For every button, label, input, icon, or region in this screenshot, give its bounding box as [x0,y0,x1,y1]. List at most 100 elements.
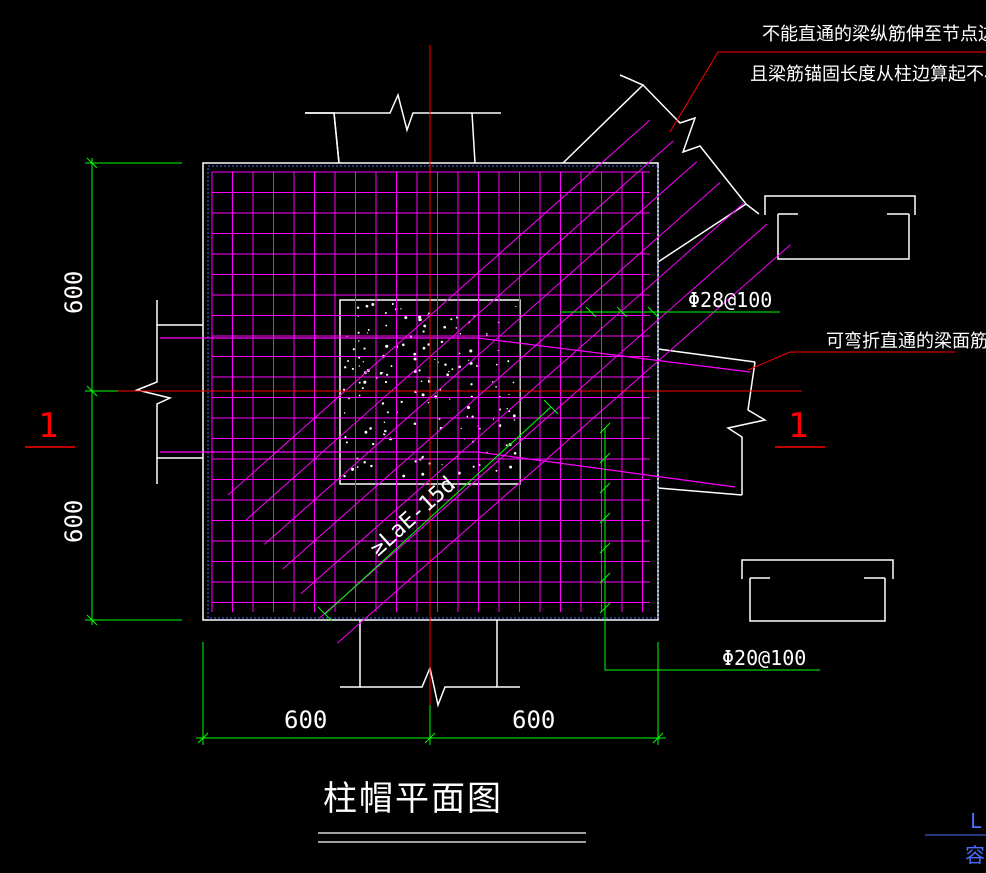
corner-fragment-bottom: 容 [965,843,985,867]
corner-fragment-top: L [970,809,982,833]
concrete-aggregate-dot [390,365,393,368]
concrete-aggregate-dot [381,402,385,405]
concrete-aggregate-dot [357,331,360,334]
column-concrete-hatch [342,302,517,478]
concrete-aggregate-dot [466,415,469,418]
concrete-aggregate-dot [343,474,346,478]
concrete-aggregate-dot [356,306,360,309]
concrete-aggregate-dot [446,373,450,377]
diagonal-beam-lower-edge [657,203,760,263]
concrete-aggregate-dot [421,472,425,476]
concrete-aggregate-dot [358,381,361,384]
concrete-aggregate-dot [413,357,417,361]
concrete-aggregate-dot [385,373,389,376]
diagonal-beam-break [642,84,747,205]
concrete-aggregate-dot [509,465,513,469]
concrete-aggregate-dot [384,380,388,384]
concrete-aggregate-dot [401,343,405,347]
concrete-aggregate-dot [443,325,447,329]
concrete-aggregate-dot [507,360,510,363]
concrete-aggregate-dot [363,380,367,384]
concrete-aggregate-dot [385,324,388,327]
diagonal-rebar-3 [282,182,721,570]
section-symbol-upper [764,195,916,260]
concrete-aggregate-dot [391,302,394,306]
anchor-length-label: ≥LaE-15d [365,472,460,561]
concrete-aggregate-dot [356,466,359,468]
concrete-aggregate-dot [418,369,421,372]
top-beam-right-edge [471,112,501,164]
right-beam-break [726,361,768,495]
section-symbol-lower [741,559,894,622]
diagonal-beam-upper-edge [562,74,645,164]
bottom-dim-tick-mid [424,732,436,744]
bottom-spec-leader [604,428,820,671]
concrete-aggregate-dot [343,412,346,414]
concrete-aggregate-dot [348,397,350,400]
section-mark-right-label: 1 [788,406,808,446]
concrete-aggregate-dot [358,365,361,367]
concrete-aggregate-dot [351,467,355,471]
concrete-aggregate-dot [448,370,450,373]
note-leader-bendable [747,351,955,371]
concrete-aggregate-dot [499,408,502,411]
bottom-dim-tick-left [197,732,209,744]
concrete-aggregate-dot [469,349,473,353]
note-leader-top [669,51,986,133]
concrete-aggregate-dot [422,330,425,333]
cap-outline [134,74,916,708]
bent-bar-lower [160,451,736,488]
concrete-aggregate-dot [381,371,384,374]
diagonal-rebars [227,119,791,644]
concrete-aggregate-dot [441,464,443,466]
note-leaders [669,51,986,371]
concrete-aggregate-dot [361,387,364,390]
concrete-aggregate-dot [358,356,361,359]
drawing-title: 柱帽平面图 [323,779,503,819]
bottom-dim-tick-right [652,732,664,744]
concrete-aggregate-dot [369,427,372,430]
bent-beam-bars [160,337,751,488]
dim-left-upper: 600 [60,271,88,314]
left-dim-tick-top [86,157,98,169]
concrete-aggregate-dot [491,381,494,383]
concrete-aggregate-dot [400,308,402,310]
concrete-aggregate-dot [475,364,478,367]
concrete-aggregate-dot [428,312,430,315]
concrete-aggregate-dot [363,347,366,350]
concrete-aggregate-dot [358,394,361,397]
left-beam-top-edge [156,300,203,326]
dim-left-lower: 600 [60,500,88,543]
dimension-lines [85,157,820,745]
diagonal-rebar-5 [318,223,768,619]
note-line-1: 不能直通的梁纵筋伸至节点边向下弯 [762,24,986,45]
concrete-aggregate-dot [449,398,451,400]
rebar-spec-top: Φ28@100 [688,288,772,312]
concrete-aggregate-dot [386,411,389,414]
anchor-dim-tick-end [543,399,559,415]
top-spec-leader-ticks [585,306,659,318]
top-beam-break [334,92,472,133]
concrete-aggregate-dot [460,427,462,430]
concrete-aggregate-dot [422,346,426,350]
concrete-aggregate-dot [352,348,355,351]
bottom-beam-left-edge [340,620,361,688]
title-underline [318,832,586,843]
concrete-aggregate-dot [458,352,461,355]
top-beam-outline [305,112,340,164]
concrete-aggregate-dot [384,312,387,314]
concrete-aggregate-dot [513,419,516,421]
concrete-aggregate-dot [367,328,370,331]
concrete-aggregate-dot [358,340,360,342]
concrete-aggregate-dot [472,465,475,468]
bendable-bar-note: 可弯折直通的梁面筋 [826,331,986,352]
concrete-aggregate-dot [451,368,454,371]
left-dim-tick-bottom [86,614,98,626]
concrete-aggregate-dot [347,360,350,362]
centerlines [118,45,802,745]
dim-bottom-right: 600 [512,706,555,734]
concrete-aggregate-dot [479,427,481,430]
concrete-aggregate-dot [366,332,369,334]
diagonal-rebar-2 [264,161,698,545]
bottom-beam-right-edge [496,620,520,688]
